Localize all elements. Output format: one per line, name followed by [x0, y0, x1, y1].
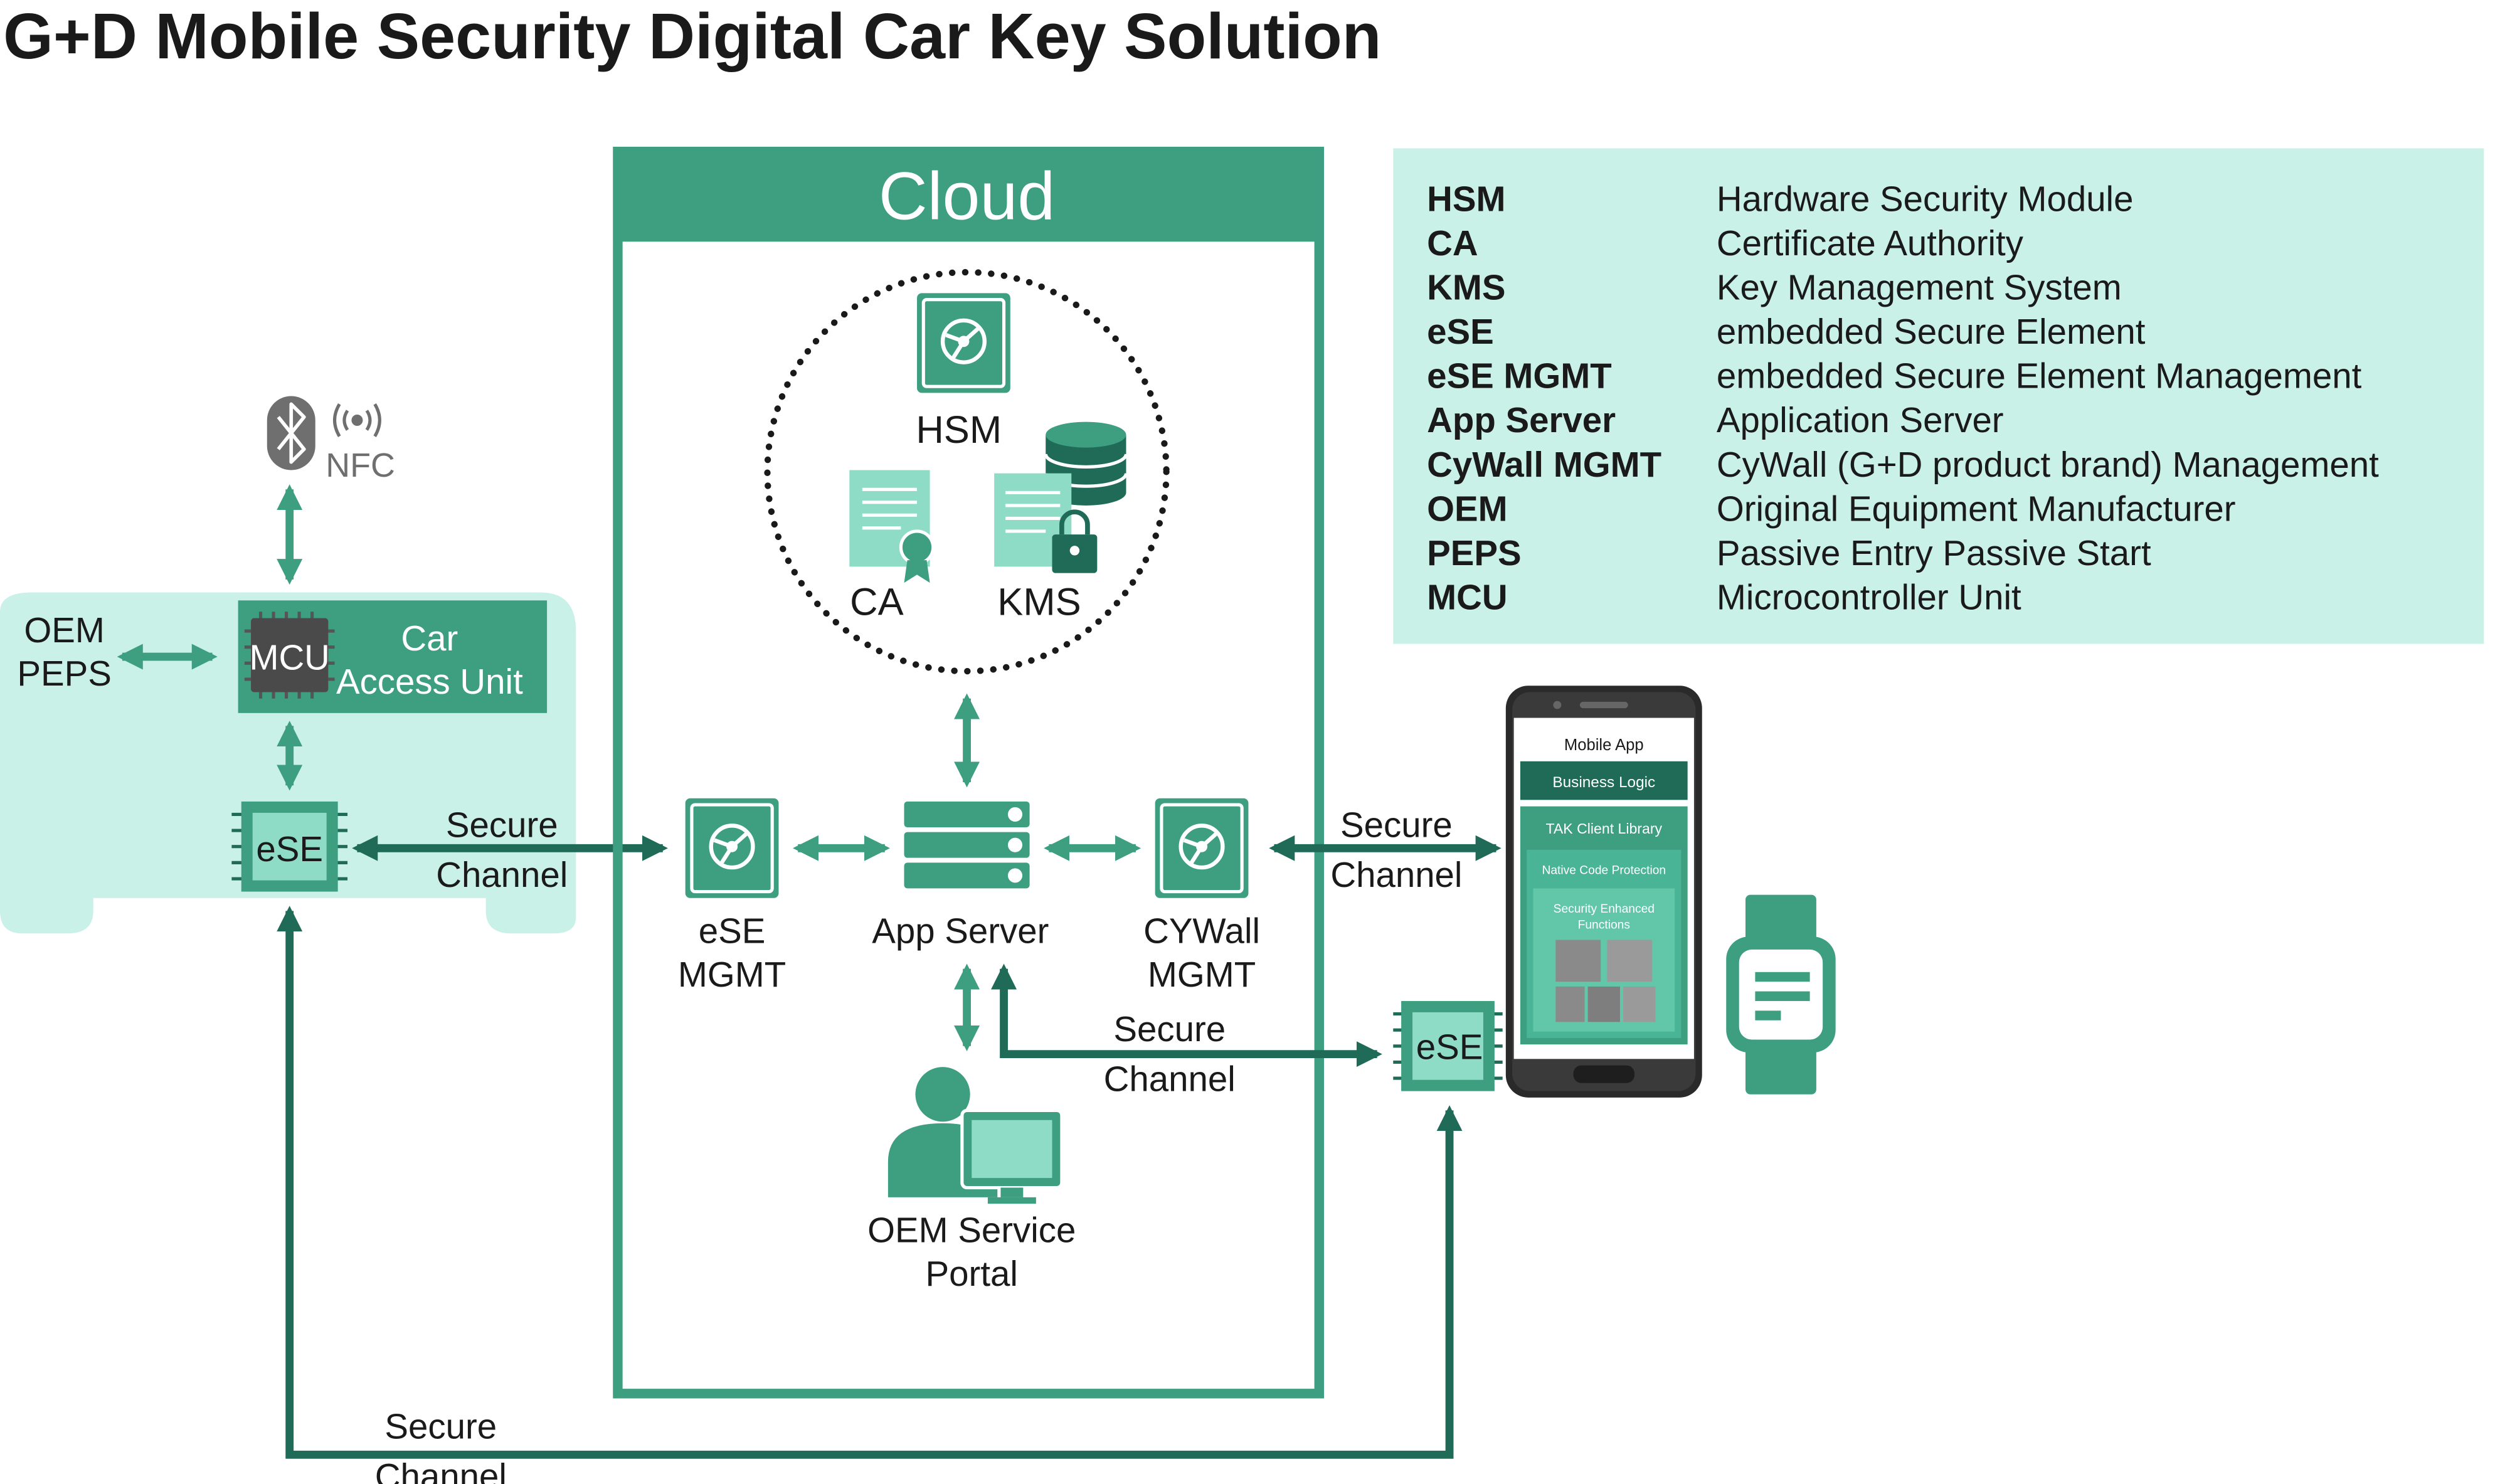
app-server-icon — [904, 801, 1030, 889]
app-server-label: App Server — [872, 911, 1049, 951]
key-document-lock-icon — [994, 473, 1098, 573]
mcu-label: MCU — [249, 638, 329, 677]
legend-abbr: eSE — [1427, 312, 1494, 351]
page-title: G+D Mobile Security Digital Car Key Solu… — [3, 0, 1381, 72]
ese-mgmt-label-line1: eSE — [699, 911, 766, 951]
hsm-safe-icon — [917, 293, 1010, 393]
security-function-tiles — [1555, 940, 1656, 1022]
legend-description: Certificate Authority — [1717, 223, 2024, 263]
bottom-channel-line2: Channel — [375, 1456, 507, 1484]
legend-abbr: CyWall MGMT — [1427, 445, 1661, 484]
app-ese-channel-line1: Secure — [1113, 1009, 1226, 1049]
kms-label: KMS — [997, 580, 1081, 623]
ese-mgmt-safe-icon — [685, 798, 779, 898]
cywall-mgmt-label-line1: CYWall — [1143, 911, 1260, 951]
hsm-label: HSM — [916, 408, 1002, 452]
car-cloud-channel-line1: Secure — [446, 805, 558, 844]
legend-description: embedded Secure Element Management — [1717, 356, 2362, 396]
access-unit-line1: Car — [401, 618, 458, 658]
legend-abbr: HSM — [1427, 179, 1505, 219]
legend-abbr: eSE MGMT — [1427, 356, 1612, 396]
mobile-app-title: Mobile App — [1564, 736, 1644, 754]
cywall-mgmt-label-line2: MGMT — [1148, 955, 1256, 994]
car-ese-label: eSE — [256, 829, 323, 869]
certificate-icon — [849, 470, 935, 583]
legend-abbr: KMS — [1427, 268, 1505, 307]
cywall-mgmt-safe-icon — [1155, 798, 1249, 898]
mcu-chip-icon — [244, 612, 335, 699]
legend-background — [1393, 148, 2484, 644]
tak-library-label: TAK Client Library — [1546, 820, 1663, 837]
business-logic-label: Business Logic — [1552, 774, 1655, 791]
legend-description: Microcontroller Unit — [1717, 577, 2021, 617]
legend-abbr: OEM — [1427, 489, 1507, 528]
trust-zone-circle — [764, 268, 1170, 675]
car-access-unit: MCU Car Access Unit — [238, 600, 548, 713]
legend-abbr: MCU — [1427, 577, 1507, 617]
car-phone-channel-arrow — [277, 906, 1463, 1459]
oem-label: OEM — [24, 610, 104, 650]
legend-description: Hardware Security Module — [1717, 179, 2134, 219]
nfc-waves-icon — [332, 403, 381, 437]
ca-label: CA — [850, 580, 904, 623]
legend-description: Application Server — [1717, 400, 2004, 440]
bluetooth-icon — [267, 396, 315, 470]
cloud-phone-channel-line1: Secure — [1340, 805, 1453, 844]
legend-description: embedded Secure Element — [1717, 312, 2146, 351]
smartwatch-icon — [1726, 894, 1836, 1094]
native-protection-label: Native Code Protection — [1542, 864, 1666, 877]
security-functions-line2: Functions — [1578, 919, 1630, 932]
phone-ese-label: eSE — [1416, 1027, 1483, 1066]
phone-ese-chip: eSE — [1393, 1000, 1503, 1091]
legend-abbr: PEPS — [1427, 533, 1522, 573]
legend-description: Passive Entry Passive Start — [1717, 533, 2151, 573]
cloud-phone-channel-line2: Channel — [1330, 855, 1462, 894]
peps-label: PEPS — [17, 654, 111, 693]
ese-mgmt-label-line2: MGMT — [678, 955, 786, 994]
legend-description: Original Equipment Manufacturer — [1717, 489, 2236, 528]
car-ese-chip: eSE — [231, 801, 348, 892]
legend-description: CyWall (G+D product brand) Management — [1717, 445, 2379, 484]
nfc-label: NFC — [326, 447, 395, 484]
access-unit-line2: Access Unit — [336, 662, 523, 701]
security-functions-line1: Security Enhanced — [1554, 903, 1655, 916]
legend-description: Key Management System — [1717, 268, 2122, 307]
cloud-container: Cloud — [613, 146, 1324, 1399]
oem-portal-label-line1: OEM Service — [867, 1211, 1076, 1250]
bottom-channel-line1: Secure — [384, 1407, 497, 1446]
oem-portal-label-line2: Portal — [926, 1254, 1018, 1293]
car-cloud-channel-line2: Channel — [436, 855, 568, 894]
smartphone: Mobile App Business Logic TAK Client Lib… — [1505, 686, 1702, 1098]
legend-abbr: App Server — [1427, 400, 1616, 440]
app-ese-channel-line2: Channel — [1104, 1059, 1236, 1099]
legend-abbr: CA — [1427, 223, 1478, 263]
cloud-title: Cloud — [879, 157, 1055, 233]
